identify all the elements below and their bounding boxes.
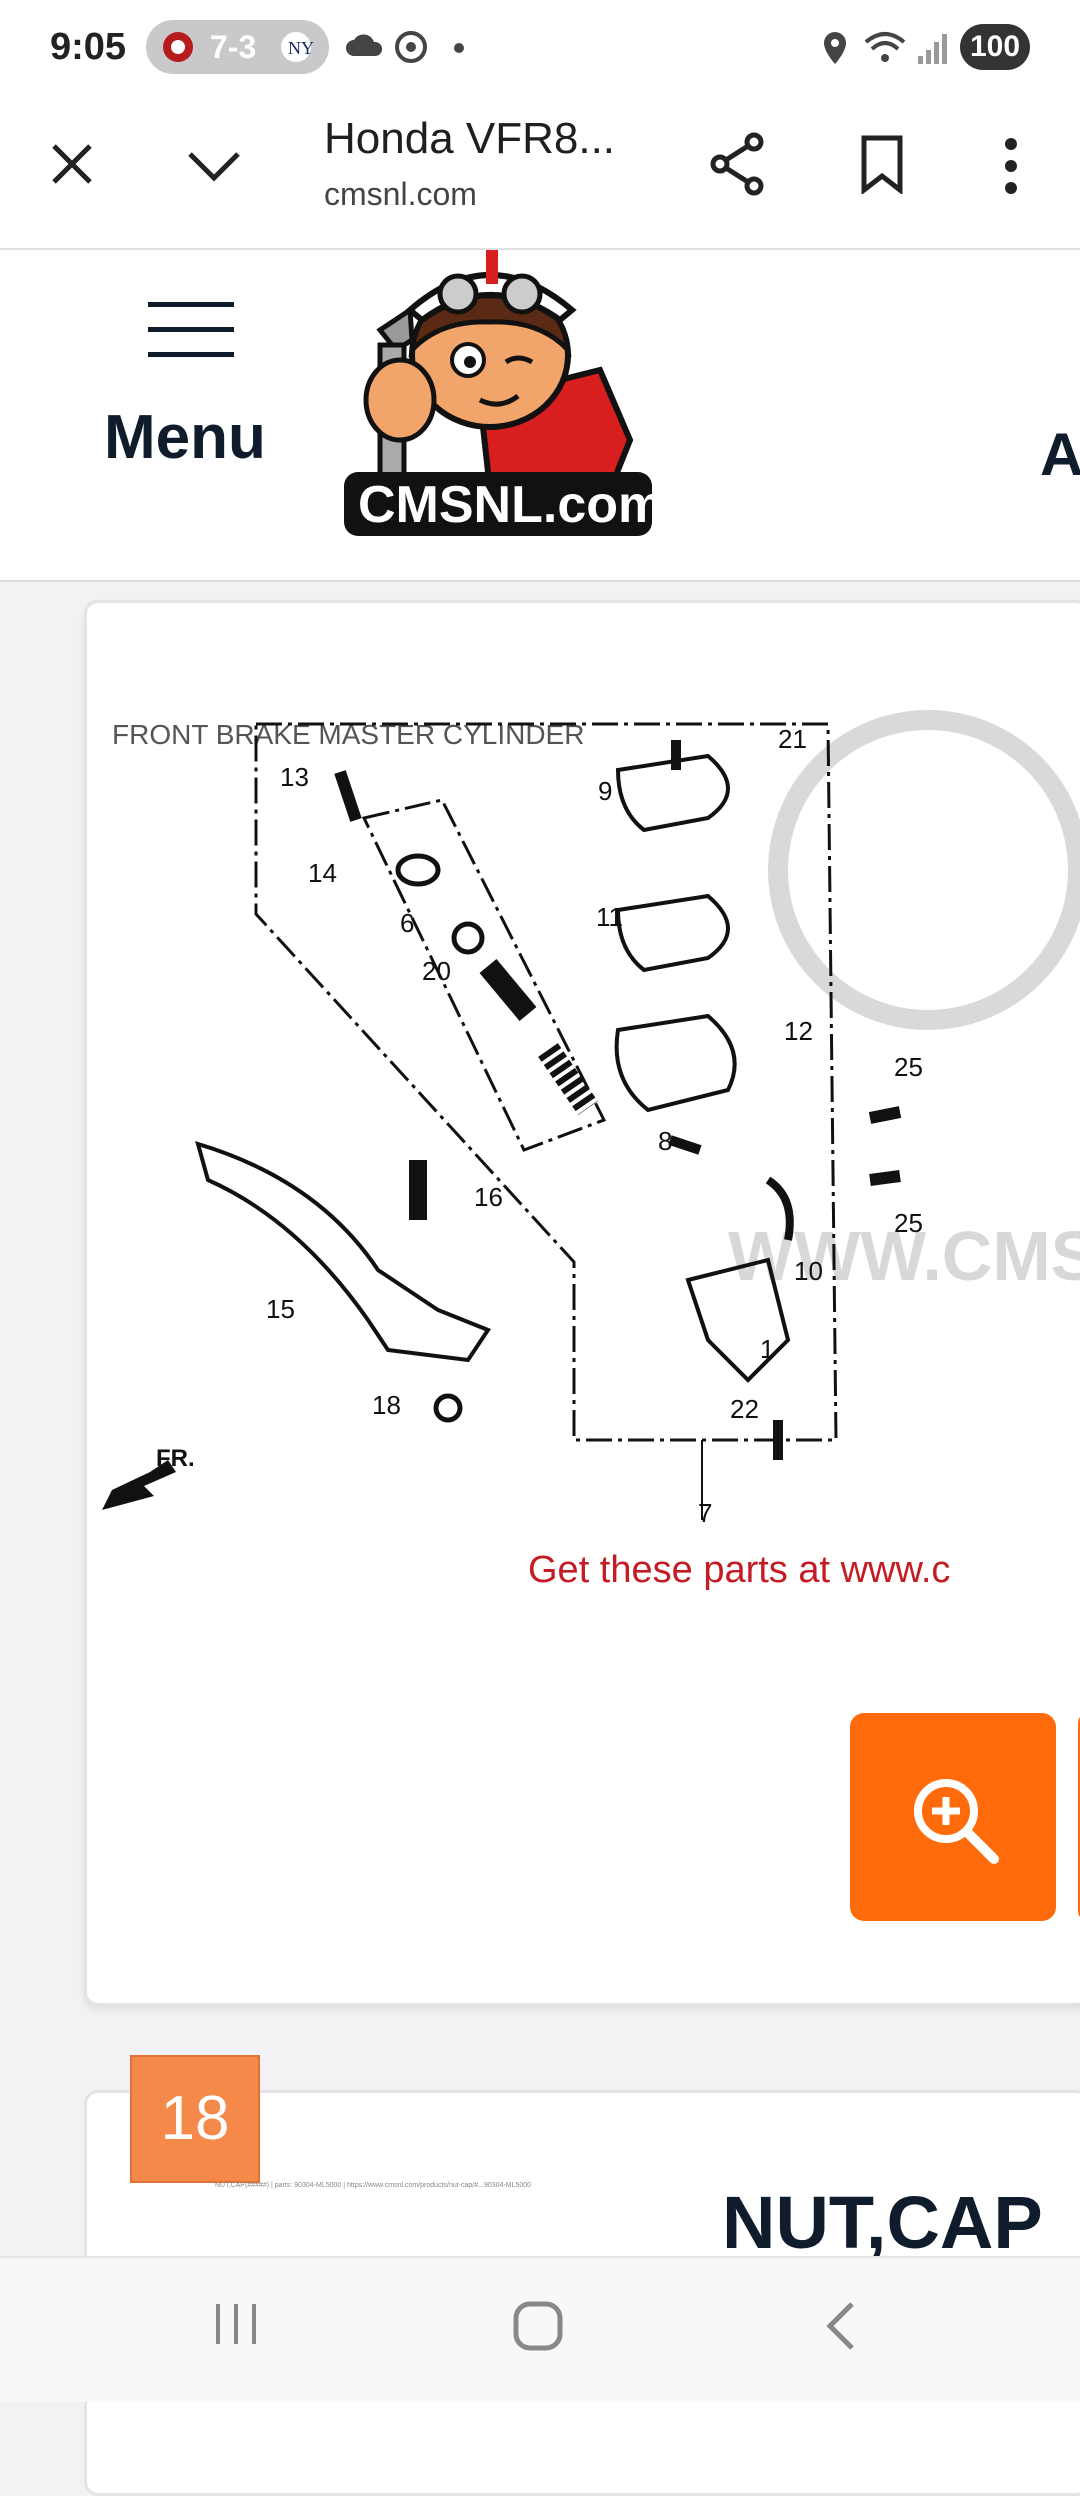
svg-text:NY: NY [288,38,314,58]
part-label-16: 16 [474,1182,503,1212]
zoom-in-icon [914,1779,999,1864]
bookmark-icon[interactable] [858,134,906,194]
front-direction-arrow: FR. [102,1445,195,1510]
yankees-icon: NY [281,32,314,62]
page-title[interactable]: Honda VFR8... [324,114,616,163]
body-master-cylinder [685,1257,791,1383]
parts-diagram[interactable]: WWW.CMSNL.C FRONT BRAKE MASTER CYLINDER … [88,620,1080,1590]
piston [479,958,537,1022]
product-title[interactable]: NUT,CAP [722,2181,1043,2264]
score-notification: 7-3 NY [146,20,329,74]
menu-label[interactable]: Menu [104,403,266,472]
wifi-icon [864,32,906,62]
part-label-18: 18 [372,1390,401,1420]
cloud-icon [346,34,383,56]
holder-10 [765,1176,794,1241]
direction-label: FR. [156,1445,195,1472]
spring [538,1043,598,1115]
plate-11 [615,893,730,973]
status-bar: 9:05 7-3 NY 100 [0,0,1080,96]
cap-9 [615,753,730,833]
chrome-icon [395,31,427,63]
part-label-11: 11 [596,902,623,932]
part-label-22: 22 [730,1394,759,1424]
chevron-down-icon[interactable] [186,148,242,184]
seal-6 [395,853,441,887]
home-icon[interactable] [512,2300,564,2352]
system-navigation-bar [0,2256,1080,2402]
recent-apps-icon[interactable] [212,2302,260,2346]
close-icon[interactable] [48,140,96,188]
back-icon[interactable] [822,2300,862,2352]
site-header: Menu CMSNL.com A [0,250,1080,582]
clock: 9:05 [50,26,127,68]
part-label-8: 8 [658,1126,672,1156]
part-label-12: 12 [784,1016,813,1046]
part-label-7: 7 [698,1498,712,1528]
image-caption: NUT,CAP(#####) | parts: 90304-ML5000 | h… [215,2182,532,2189]
part-label-15: 15 [266,1294,295,1324]
browser-toolbar: Honda VFR8... cmsnl.com [0,96,1080,250]
page-url[interactable]: cmsnl.com [324,176,477,212]
screw-25a [868,1106,902,1124]
ring-20 [451,921,485,955]
part-label-6: 6 [400,908,414,938]
battery-indicator: 100 [960,24,1030,70]
part-label-25a: 25 [894,1052,923,1082]
part-label-13: 13 [280,762,309,792]
bolt-13 [334,770,362,822]
part-label-25b: 25 [894,1208,923,1238]
part-label-21: 21 [778,724,807,754]
share-icon[interactable] [708,132,768,196]
part-label-14: 14 [308,858,337,888]
diaphragm-12 [614,1013,737,1113]
cmsnl-logo[interactable]: CMSNL.com [340,250,656,542]
logo-text: CMSNL.com [358,476,656,534]
lever-15 [195,1141,492,1363]
nut-18 [433,1393,463,1423]
clip-8 [668,1135,702,1155]
part-label-10: 10 [794,1256,823,1286]
screw-25b [869,1170,901,1186]
signal-icon [918,34,947,64]
zoom-button[interactable] [850,1713,1056,1921]
more-options-icon[interactable] [996,136,1026,196]
header-right-clipped-text: A [1040,421,1080,488]
part-label-9: 9 [598,776,612,806]
score-text: 7-3 [210,29,257,65]
red-sox-icon [163,32,193,62]
secondary-button-clipped[interactable] [1078,1713,1080,1921]
part-label-20: 20 [422,956,451,986]
kit-outline [361,798,607,1152]
assembly-outline [254,722,838,1442]
location-icon [824,32,846,64]
part-label-1: 1 [760,1334,774,1364]
parts-cta-text[interactable]: Get these parts at www.c [528,1549,950,1590]
watermark: WWW.CMSNL.C [728,710,1080,1295]
hamburger-menu-icon[interactable] [148,302,234,358]
item-number-badge: 18 [130,2055,260,2183]
dot-icon [454,43,464,53]
